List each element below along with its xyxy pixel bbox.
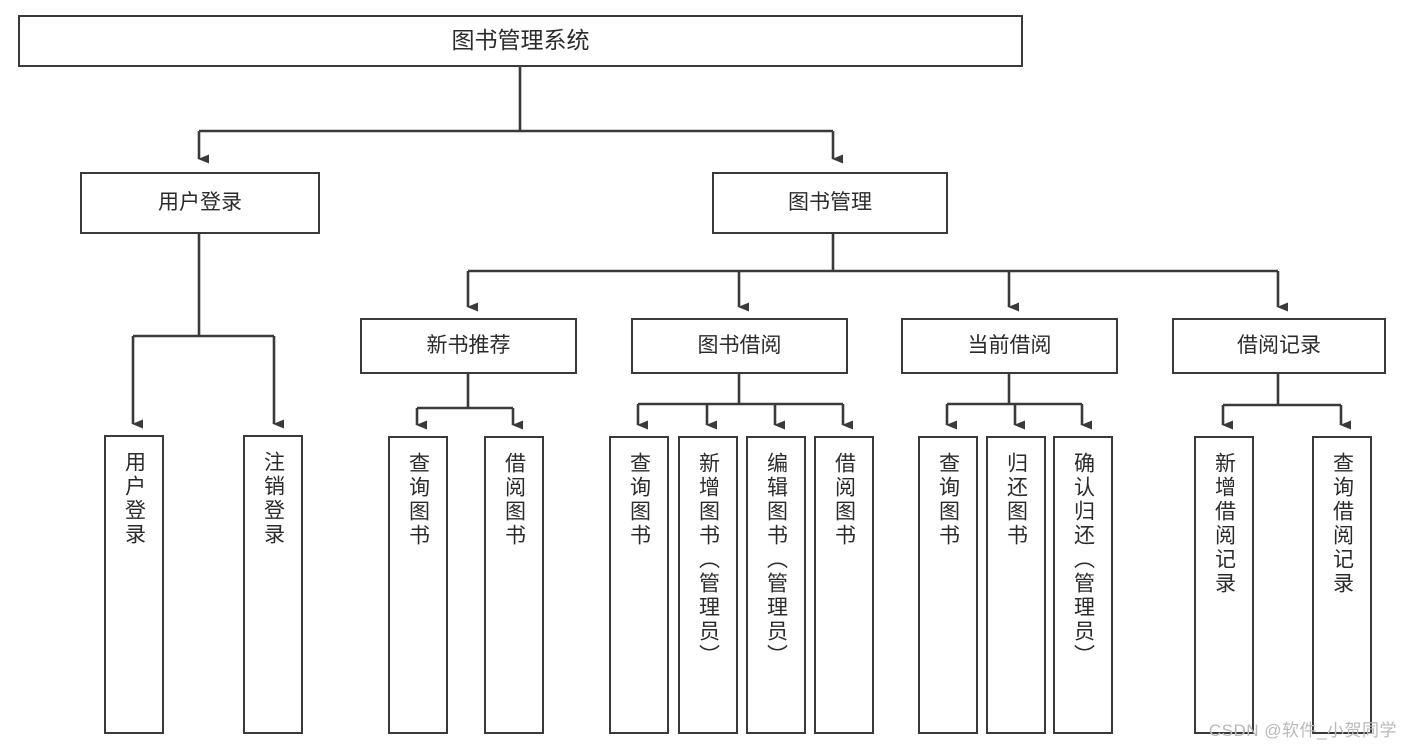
node-new-book-recommend-label: 新书推荐	[426, 333, 511, 357]
leaf-book-borrow-edit-label: 编辑图书（管理员）	[764, 452, 788, 668]
leaf-borrow-record-query[interactable]: 查询借阅记录	[1312, 436, 1372, 734]
leaf-current-borrow-confirm-return[interactable]: 确认归还（管理员）	[1053, 436, 1113, 734]
node-user-login-label: 用户登录	[158, 190, 242, 214]
leaf-borrow-record-add[interactable]: 新增借阅记录	[1194, 436, 1254, 734]
leaf-current-borrow-return[interactable]: 归还图书	[986, 436, 1046, 734]
node-current-borrow-label: 当前借阅	[967, 333, 1052, 357]
leaf-user-login-login-label: 用户登录	[122, 451, 146, 547]
leaf-book-borrow-add[interactable]: 新增图书（管理员）	[678, 436, 738, 734]
node-book-borrow-label: 图书借阅	[697, 333, 782, 357]
leaf-borrow-record-add-label: 新增借阅记录	[1212, 452, 1236, 596]
leaf-book-borrow-query[interactable]: 查询图书	[609, 436, 669, 734]
leaf-book-borrow-edit[interactable]: 编辑图书（管理员）	[746, 436, 806, 734]
node-root-book-management-system[interactable]: 图书管理系统	[18, 15, 1023, 67]
node-book-management-label: 图书管理	[788, 190, 872, 214]
leaf-new-book-borrow-label: 借阅图书	[502, 452, 526, 548]
node-book-management[interactable]: 图书管理	[712, 172, 948, 234]
csdn-watermark: CSDN @软件_小贺同学	[1208, 721, 1397, 740]
leaf-book-borrow-borrow-label: 借阅图书	[832, 452, 856, 548]
leaf-book-borrow-add-label: 新增图书（管理员）	[696, 452, 720, 668]
node-current-borrow[interactable]: 当前借阅	[901, 318, 1118, 374]
node-borrow-record[interactable]: 借阅记录	[1172, 318, 1386, 374]
leaf-current-borrow-confirm-return-label: 确认归还（管理员）	[1071, 452, 1095, 668]
leaf-user-login-login[interactable]: 用户登录	[104, 435, 164, 734]
leaf-current-borrow-query-label: 查询图书	[936, 452, 960, 548]
node-book-borrow[interactable]: 图书借阅	[631, 318, 848, 374]
leaf-borrow-record-query-label: 查询借阅记录	[1330, 452, 1354, 596]
leaf-current-borrow-query[interactable]: 查询图书	[918, 436, 978, 734]
node-root-label: 图书管理系统	[451, 27, 590, 54]
leaf-user-login-logout[interactable]: 注销登录	[243, 435, 303, 734]
leaf-new-book-borrow[interactable]: 借阅图书	[484, 436, 544, 734]
node-borrow-record-label: 借阅记录	[1237, 333, 1321, 357]
leaf-book-borrow-borrow[interactable]: 借阅图书	[814, 436, 874, 734]
leaf-new-book-query-label: 查询图书	[406, 452, 430, 548]
leaf-book-borrow-query-label: 查询图书	[627, 452, 651, 548]
node-user-login[interactable]: 用户登录	[80, 172, 320, 234]
leaf-current-borrow-return-label: 归还图书	[1004, 452, 1028, 548]
leaf-new-book-query[interactable]: 查询图书	[388, 436, 448, 734]
node-new-book-recommend[interactable]: 新书推荐	[360, 318, 577, 374]
leaf-user-login-logout-label: 注销登录	[261, 451, 285, 547]
